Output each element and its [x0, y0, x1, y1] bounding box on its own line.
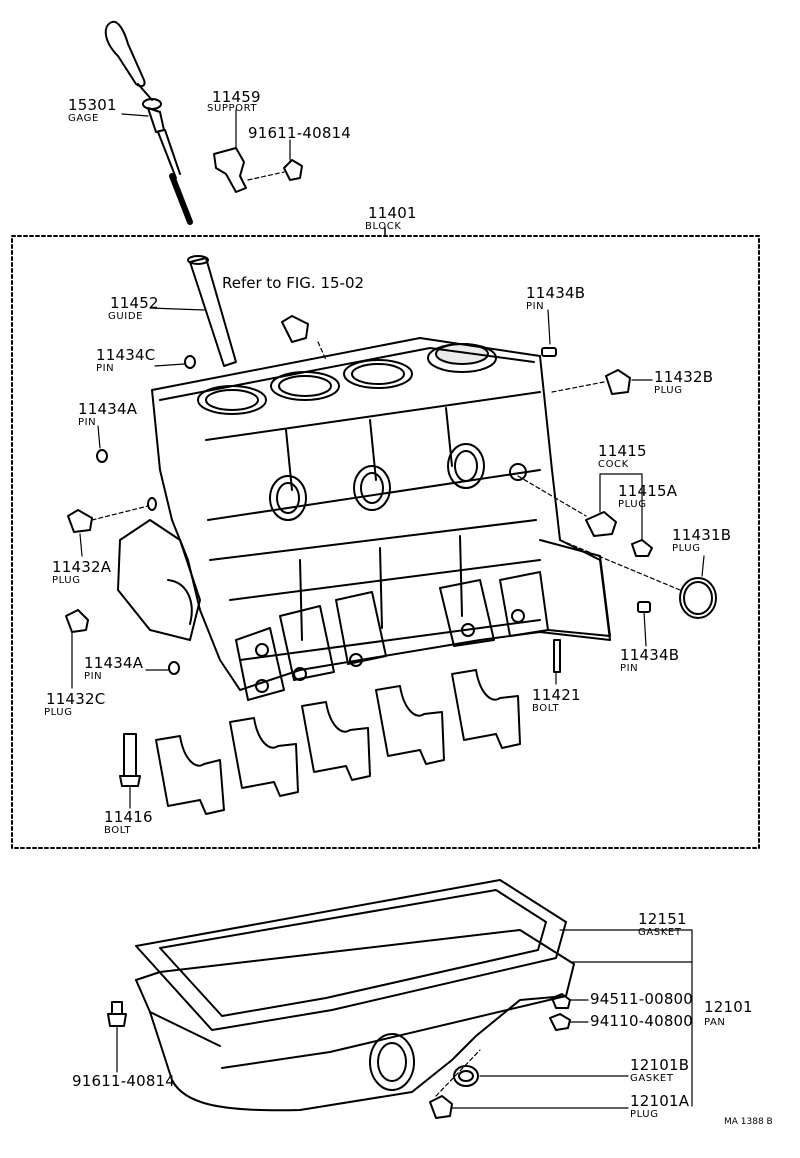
block-small-parts — [65, 309, 717, 809]
label-pan-part-2: 94110-40800 — [590, 1012, 694, 1030]
label-pan-part-1: 94511-00800 — [590, 990, 694, 1008]
main-bearing-caps — [155, 669, 521, 815]
label-pan-bolt: 91611-40814 — [72, 1072, 176, 1090]
oil-pan-assembly — [107, 879, 693, 1119]
refer-note: Refer to FIG. 15-02 — [222, 274, 365, 292]
label-number-11434a-lower: 11434A — [84, 654, 144, 672]
label-number-11432c: 11432C — [46, 690, 106, 708]
label-support-bolt: 91611-40814 — [248, 124, 352, 142]
label-name-pan: PAN — [704, 1017, 726, 1028]
label-name-plug-rear: PLUG — [672, 543, 701, 554]
label-number-12151: 12151 — [638, 910, 687, 928]
label-name-plug-cock: PLUG — [618, 499, 647, 510]
label-name-drain-gasket: GASKET — [630, 1073, 674, 1084]
label-name-support: SUPPORT — [207, 103, 258, 114]
label-name-bolt-cap: BOLT — [104, 825, 132, 836]
label-name-pin-a-left: PIN — [78, 417, 97, 428]
label-number-11434b-top: 11434B — [526, 284, 586, 302]
gage-guide — [149, 255, 237, 367]
label-number-11452: 11452 — [110, 294, 159, 312]
label-name-drain-plug: PLUG — [630, 1109, 659, 1120]
label-number-11432b: 11432B — [654, 368, 714, 386]
label-name-pin-a-lower: PIN — [84, 671, 103, 682]
label-number-12101a: 12101A — [630, 1092, 690, 1110]
label-name-pan-gasket: GASKET — [638, 927, 682, 938]
drawing-code: MA 1388 B — [724, 1117, 773, 1127]
label-name-cock: COCK — [598, 459, 629, 470]
label-number-12101: 12101 — [704, 998, 753, 1016]
label-number-11434c: 11434C — [96, 346, 156, 364]
label-number-11459: 11459 — [212, 88, 261, 106]
label-name-gage: GAGE — [68, 113, 99, 124]
label-number-11421: 11421 — [532, 686, 581, 704]
gage-support — [213, 109, 303, 193]
label-name-bolt-main: BOLT — [532, 703, 560, 714]
label-name-block: BLOCK — [365, 221, 402, 232]
label-number-11434a-left: 11434A — [78, 400, 138, 418]
label-name-plug-a: PLUG — [52, 575, 81, 586]
label-number-11434b-right: 11434B — [620, 646, 680, 664]
label-number-11432a: 11432A — [52, 558, 112, 576]
label-number-11415: 11415 — [598, 442, 647, 460]
label-number-11416: 11416 — [104, 808, 153, 826]
label-name-plug-c: PLUG — [44, 707, 73, 718]
label-number-11415a: 11415A — [618, 482, 678, 500]
label-number-11431b: 11431B — [672, 526, 732, 544]
label-number-12101b: 12101B — [630, 1056, 690, 1074]
engine-block — [117, 337, 611, 701]
oil-gage-dipstick — [104, 20, 193, 225]
label-number-15301: 15301 — [68, 96, 117, 114]
label-name-pin-c: PIN — [96, 363, 115, 374]
label-name-pin-top: PIN — [526, 301, 545, 312]
label-name-plug-b: PLUG — [654, 385, 683, 396]
label-name-guide: GUIDE — [108, 311, 144, 322]
label-name-pin-right: PIN — [620, 663, 639, 674]
label-number-11401: 11401 — [368, 204, 417, 222]
